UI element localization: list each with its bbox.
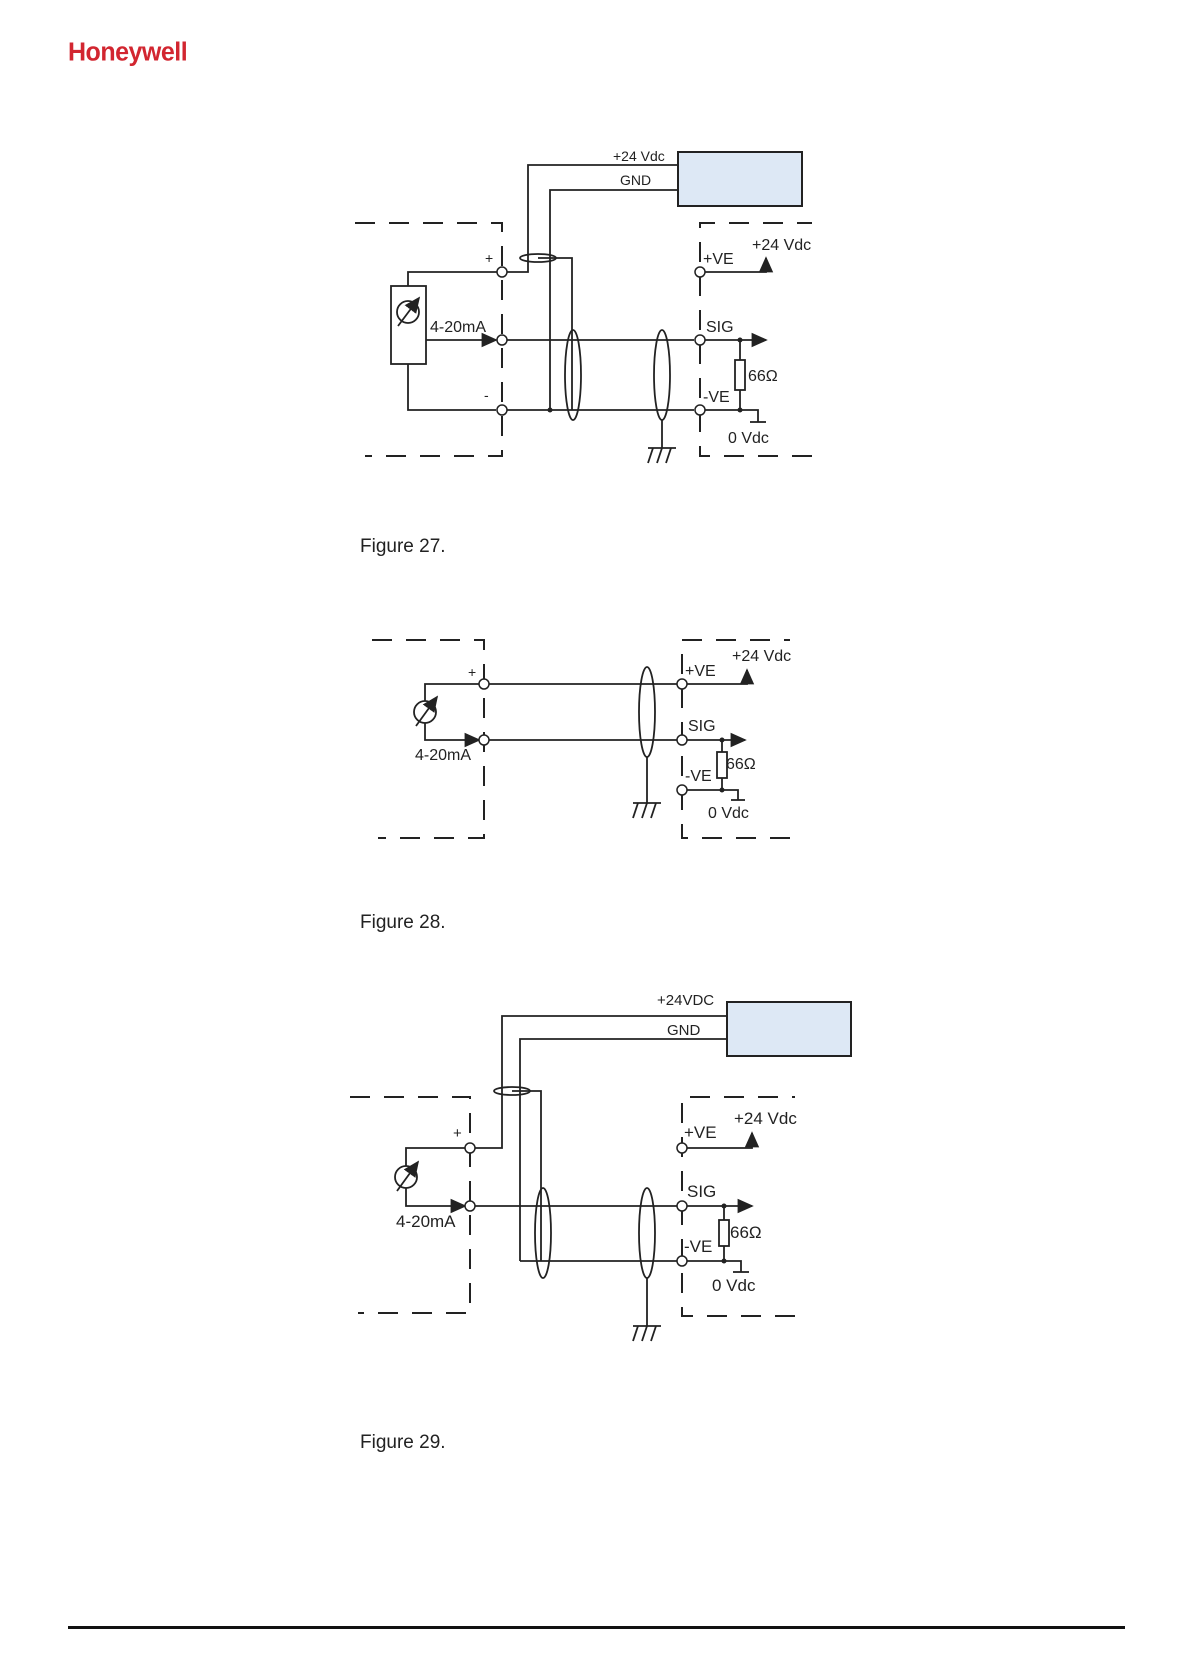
resistor-symbol [719, 1220, 729, 1246]
ve-neg-label: -VE [703, 389, 730, 406]
zero-vdc-label: 0 Vdc [712, 1276, 756, 1295]
figure-27-caption: Figure 27. [360, 536, 446, 558]
ve-pos-label: +VE [703, 251, 734, 268]
loop-label: 4-20mA [415, 747, 471, 764]
zero-vdc-label: 0 Vdc [728, 430, 769, 447]
loop-label: 4-20mA [396, 1212, 456, 1231]
figure-27-diagram: +24 Vdc GND 4-20mA + - +VE +24 Vdc SIG 6… [0, 140, 1188, 480]
ve-neg-label: -VE [684, 1237, 712, 1256]
resistor-label: 66Ω [748, 368, 778, 385]
plus-label: + [468, 664, 476, 680]
minus-label: - [484, 387, 489, 403]
figure-28-caption: Figure 28. [360, 912, 446, 934]
ve-pos-supply-label: +24 Vdc [734, 1109, 797, 1128]
power-supply-box [678, 152, 802, 206]
resistor-symbol [735, 360, 745, 390]
honeywell-logo: Honeywell [68, 37, 187, 67]
resistor-label: 66Ω [726, 756, 756, 773]
plus-label: + [453, 1125, 462, 1142]
figure-29-caption: Figure 29. [360, 1432, 446, 1454]
sig-label: SIG [706, 319, 734, 336]
ve-pos-label: +VE [684, 1123, 717, 1142]
ve-pos-supply-label: +24 Vdc [752, 237, 811, 254]
sig-label: SIG [688, 718, 716, 735]
power-supply-box [727, 1002, 851, 1056]
supply-pos-label: +24VDC [657, 992, 714, 1009]
footer-rule [68, 1626, 1125, 1629]
zero-vdc-label: 0 Vdc [708, 805, 749, 822]
ve-neg-label: -VE [685, 768, 712, 785]
ve-pos-supply-label: +24 Vdc [732, 648, 791, 665]
plus-label: + [485, 250, 493, 266]
figure-28-diagram: + 4-20mA +VE +24 Vdc SIG 66Ω -VE 0 Vdc [0, 630, 1188, 860]
figure-29-diagram: +24VDC GND + 4-20mA +VE +24 Vdc SIG 66Ω … [0, 990, 1188, 1360]
supply-gnd-label: GND [667, 1022, 701, 1039]
supply-gnd-label: GND [620, 172, 651, 188]
supply-pos-label: +24 Vdc [613, 148, 665, 164]
sig-label: SIG [687, 1182, 716, 1201]
resistor-label: 66Ω [730, 1223, 762, 1242]
loop-label: 4-20mA [430, 319, 486, 336]
ve-pos-label: +VE [685, 663, 716, 680]
